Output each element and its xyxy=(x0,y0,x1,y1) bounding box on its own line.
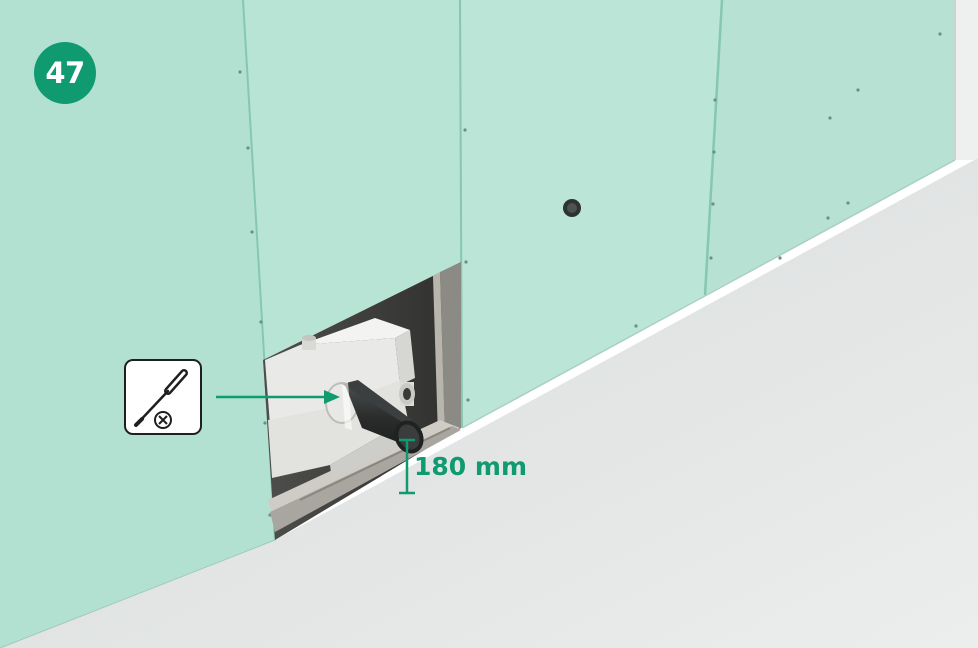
pointer-arrow xyxy=(216,390,340,404)
dimension-label: 180 mm xyxy=(414,452,527,481)
step-number-badge: 47 xyxy=(34,42,96,104)
wall-panel-4 xyxy=(705,0,955,295)
screwdriver-icon xyxy=(124,359,202,435)
outlet-pipe xyxy=(325,380,424,454)
wall-panels xyxy=(0,0,956,648)
wall-panel-1 xyxy=(0,0,275,648)
corner-wall xyxy=(955,0,978,160)
wall-panel-3 xyxy=(460,0,722,428)
floor xyxy=(0,158,978,648)
dimension-marker xyxy=(399,438,415,495)
screw-dots xyxy=(238,32,942,517)
wall-panel-2 xyxy=(243,0,461,360)
step-number: 47 xyxy=(45,56,85,90)
wall-pipe-stub xyxy=(563,199,581,217)
unscrew-icon xyxy=(154,411,172,429)
